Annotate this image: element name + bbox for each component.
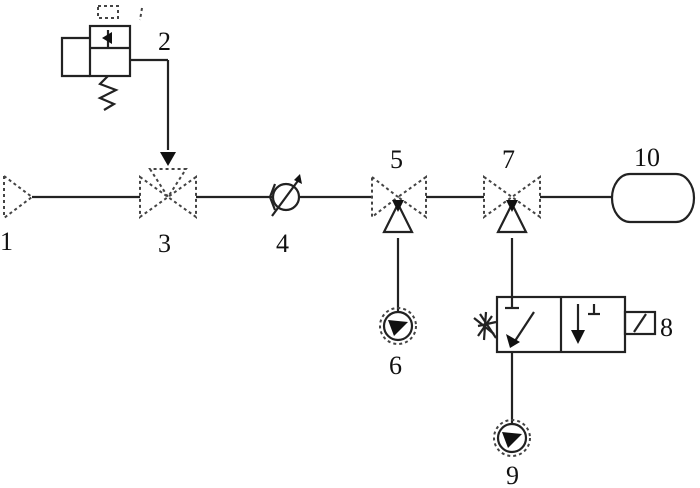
check-valve-icon (268, 174, 302, 217)
pipelines (32, 58, 612, 424)
label-2: 2 (158, 27, 171, 56)
pump-9-icon (493, 419, 531, 457)
label-10: 10 (634, 143, 660, 172)
valve-3-icon (139, 152, 197, 219)
air-source-icon (3, 175, 34, 219)
solenoid-valve-icon (473, 295, 657, 354)
label-3: 3 (158, 229, 171, 258)
label-8: 8 (660, 313, 673, 342)
label-4: 4 (276, 229, 289, 258)
component-labels: 1 2 3 4 5 6 7 8 9 10 (0, 27, 673, 488)
pump-6-icon (379, 307, 417, 345)
label-9: 9 (506, 461, 519, 488)
label-1: 1 (0, 227, 13, 256)
label-6: 6 (389, 351, 402, 380)
manual-actuator-icon (473, 311, 497, 341)
valve-5-icon (371, 174, 427, 234)
pressure-regulator-icon (60, 5, 143, 111)
label-5: 5 (390, 145, 403, 174)
label-7: 7 (502, 145, 515, 174)
valve-7-icon (483, 175, 541, 234)
reservoir-icon (610, 172, 696, 224)
